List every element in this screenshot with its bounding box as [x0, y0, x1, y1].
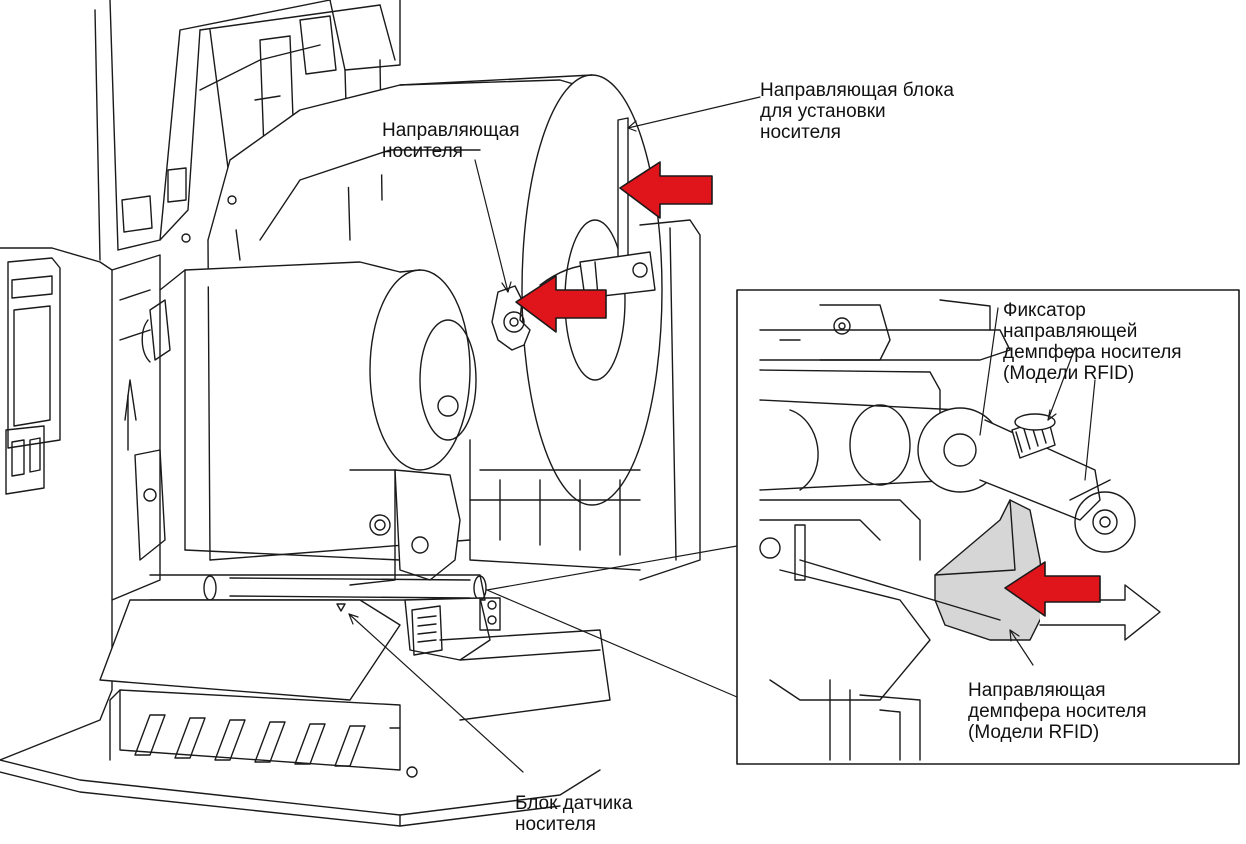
label-damper-guide: Направляющая демпфера носителя (Модели R… — [968, 680, 1147, 743]
label-line: демпфера носителя — [1003, 342, 1182, 363]
arrow-right-outline-icon — [1039, 584, 1161, 641]
label-line: носителя — [515, 814, 596, 835]
label-line: демпфера носителя — [968, 701, 1147, 722]
label-line: (Модели RFID) — [968, 722, 1100, 743]
label-damper-lock: Фиксатор направляющей демпфера носителя … — [1003, 300, 1182, 384]
label-sensor-block: Блок датчика носителя — [515, 793, 632, 835]
label-line: Направляющая блока — [760, 80, 954, 101]
leader-sensor-block — [348, 613, 524, 773]
label-line: направляющей — [1003, 321, 1138, 342]
red-arrows — [515, 161, 713, 333]
label-guide-holder: Направляющая блока для установки носител… — [760, 80, 954, 143]
arrow-left-icon — [515, 275, 607, 333]
label-line: для установки — [760, 101, 886, 122]
media-sheet — [99, 599, 401, 701]
roll-holder-frame — [469, 219, 701, 581]
label-line: носителя — [760, 122, 841, 143]
label-line: Фиксатор — [1003, 300, 1086, 321]
front-tray — [109, 629, 611, 771]
arrow-left-icon — [619, 161, 713, 219]
ribbon-roll — [141, 261, 477, 561]
arrow-left-icon — [1004, 561, 1101, 617]
label-line: (Модели RFID) — [1003, 363, 1135, 384]
printer-chassis — [0, 247, 601, 827]
top-cover — [94, 0, 401, 261]
leader-lines — [348, 96, 761, 773]
label-line: Направляющая — [968, 680, 1106, 701]
zoom-connector — [486, 545, 738, 698]
label-line: Направляющая — [382, 120, 520, 141]
label-media-guide: Направляющая носителя — [382, 120, 519, 162]
inset-detail — [736, 289, 1240, 765]
print-mechanism — [134, 449, 501, 661]
label-line: носителя — [382, 141, 463, 162]
label-line: Блок датчика — [515, 793, 633, 814]
leader-guide-holder — [627, 96, 761, 129]
leader-media-guide — [474, 159, 509, 293]
